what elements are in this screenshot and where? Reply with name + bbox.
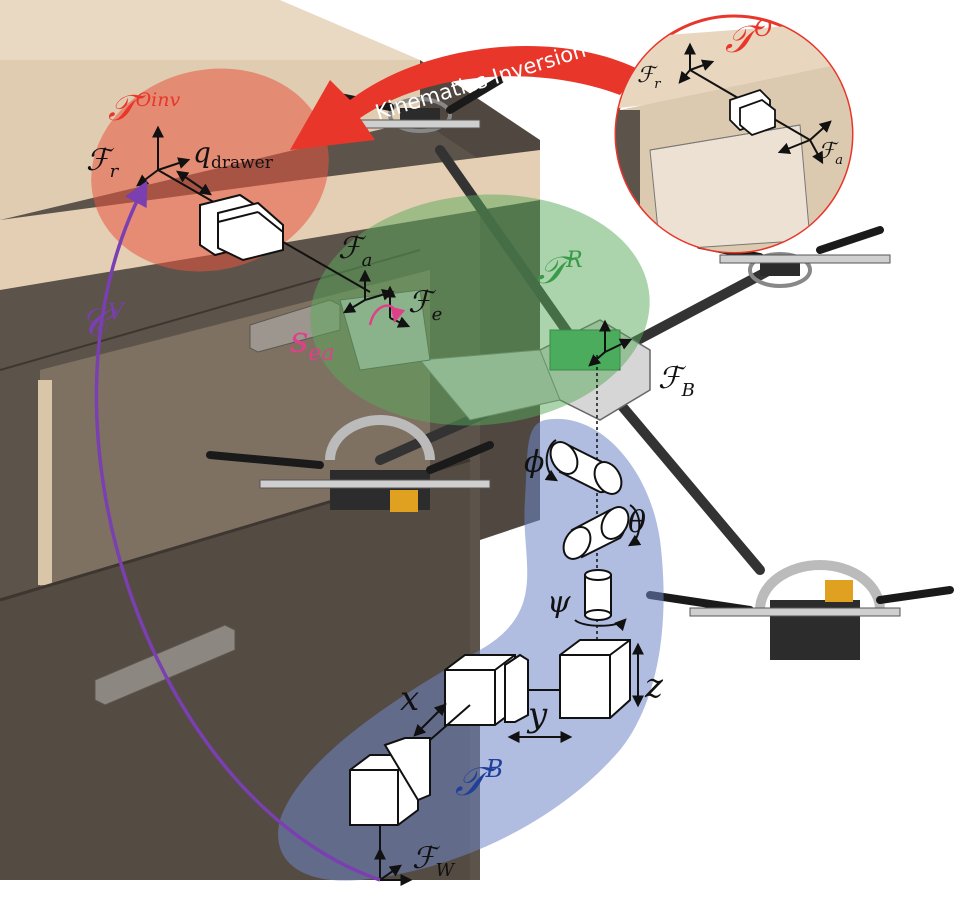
region-t-r <box>310 194 650 426</box>
y-prismatic-box <box>444 653 529 726</box>
zoom-frame-a <box>777 120 832 165</box>
frame-w <box>374 847 413 886</box>
t-b-content: ϕ θ ψ z <box>349 355 664 886</box>
label-z: z <box>644 666 664 706</box>
zoom-inset: ℱr ℱa 𝒯O <box>614 14 854 254</box>
theta-joint <box>562 506 630 560</box>
theta-rotation-arrow <box>627 504 642 547</box>
label-theta: θ <box>628 505 646 540</box>
psi-joint <box>584 569 612 621</box>
label-f-r-zoom: ℱr <box>637 63 661 92</box>
s-ea-arrow <box>368 304 406 326</box>
rotor-front-right <box>646 560 954 660</box>
rotor-front-left <box>206 415 494 512</box>
x-arrow <box>413 703 447 737</box>
q-drawer-arrow <box>176 170 212 196</box>
z-prismatic-box <box>559 639 631 719</box>
phi-rotation-arrow <box>544 439 559 482</box>
label-f-b: ℱB <box>658 361 695 401</box>
label-q-drawer: qdrawer <box>193 136 274 173</box>
dresser-top-surface <box>0 0 420 60</box>
drawer-handle-lower <box>94 624 236 706</box>
x-prismatic-box <box>349 737 431 826</box>
label-f-a-zoom: ℱa <box>818 139 843 168</box>
label-s-ea: sea <box>290 320 335 366</box>
label-psi: ψ <box>547 585 571 620</box>
frame-b <box>588 319 633 367</box>
zoom-frame-r <box>678 42 715 84</box>
phi-joint <box>549 441 623 495</box>
t-r-content: 𝒯R ℱa ℱe sea ℱB <box>290 231 695 401</box>
label-x: x <box>400 679 419 719</box>
label-y: y <box>526 695 548 735</box>
zoom-box <box>729 88 776 137</box>
t-o-inv-content: 𝒯Oinv ℱr qdrawer <box>86 88 371 293</box>
c-v-curve <box>94 180 381 882</box>
psi-rotation-arrow <box>574 618 627 632</box>
prismatic-joint-box <box>199 193 284 262</box>
label-phi: ϕ <box>524 445 544 480</box>
rotor-back-right <box>696 226 891 288</box>
drone-arm-front-right <box>595 375 765 575</box>
